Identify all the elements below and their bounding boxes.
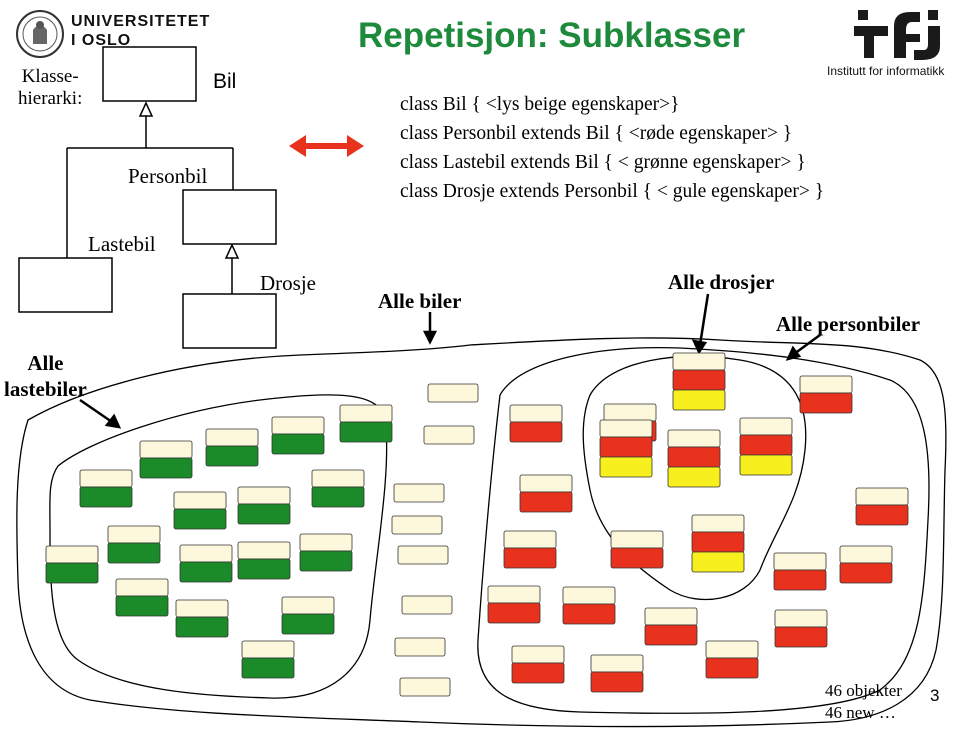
lastebil-object [175, 599, 229, 638]
code-line: class Bil { <lys beige egenskaper>} [400, 94, 680, 115]
lastebil-object [179, 544, 233, 583]
personbil-object [799, 375, 853, 414]
personbil-object [503, 530, 557, 569]
label-alle-lastebiler: Alle lastebiler [4, 351, 87, 401]
institute-caption: Institutt for informatikk [827, 64, 945, 78]
personbil-object [839, 545, 893, 584]
set-alle-personbiler [477, 346, 930, 714]
object-count: 46 objekter [825, 681, 902, 700]
object-instances [45, 352, 909, 697]
arrow-alle-drosjer [698, 293, 710, 346]
drosje-object [672, 352, 726, 411]
set-alle-lastebiler [49, 394, 388, 699]
arrow-alle-personbiler [793, 333, 821, 356]
class-box-lastebil [18, 257, 113, 313]
lastebil-object [311, 469, 365, 508]
page-title: Repetisjon: Subklasser [358, 16, 746, 55]
personbil-object [644, 607, 698, 646]
bil-object [423, 425, 475, 445]
class-name-lastebil: Lastebil [88, 232, 156, 256]
lastebil-object [79, 469, 133, 508]
personbil-object [562, 586, 616, 625]
lastebil-object [115, 578, 169, 617]
code-line: class Personbil extends Bil { <røde egen… [400, 123, 793, 144]
code-block: class Bil { <lys beige egenskaper>} clas… [400, 90, 824, 206]
personbil-object [610, 530, 664, 569]
ifi-logo-icon [854, 10, 940, 60]
personbil-object [519, 474, 573, 513]
lastebil-object [107, 525, 161, 564]
new-count: 46 new … [825, 703, 896, 722]
university-logo-text: UNIVERSITETET I OSLO [71, 13, 211, 49]
lastebil-object [139, 440, 193, 479]
class-name-personbil: Personbil [128, 164, 208, 188]
arrow-alle-lastebiler [79, 398, 113, 424]
bil-object [427, 383, 479, 403]
personbil-object [590, 654, 644, 693]
label-alle-biler: Alle biler [378, 289, 462, 313]
lastebil-object [173, 491, 227, 530]
personbil-object [855, 487, 909, 526]
code-line: class Drosje extends Personbil { < gule … [400, 181, 825, 202]
personbil-object [774, 609, 828, 648]
hierarchy-label: Klasse- hierarki: [18, 66, 83, 109]
class-box-drosje [182, 293, 277, 349]
personbil-object [773, 552, 827, 591]
lastebil-object [299, 533, 353, 572]
lastebil-object [205, 428, 259, 467]
class-box-personbil [182, 189, 277, 245]
lastebil-object [339, 404, 393, 443]
label-alle-personbiler: Alle personbiler [776, 312, 921, 336]
bil-object [397, 545, 449, 565]
bil-object [401, 595, 453, 615]
drosje-object [667, 429, 721, 488]
personbil-object [487, 585, 541, 624]
seal-icon [16, 10, 64, 58]
personbil-object [509, 404, 563, 443]
bil-object [391, 515, 443, 535]
label-alle-drosjer: Alle drosjer [668, 270, 775, 294]
lastebil-object [237, 541, 291, 580]
university-logo [16, 10, 64, 58]
class-name-bil: Bil [213, 70, 237, 93]
page-number: 3 [930, 686, 940, 705]
lastebil-object [45, 545, 99, 584]
set-alle-biler [16, 337, 947, 728]
lastebil-object [241, 640, 295, 679]
lastebil-object [271, 416, 325, 455]
lastebil-object [281, 596, 335, 635]
bil-object [394, 637, 446, 657]
drosje-object [739, 417, 793, 476]
drosje-object [691, 514, 745, 573]
personbil-object [705, 640, 759, 679]
personbil-object [511, 645, 565, 684]
code-line: class Lastebil extends Bil { < grønne eg… [400, 152, 806, 173]
bil-object [399, 677, 451, 697]
object-count-note: 46 objekter 46 new … [825, 680, 902, 724]
lastebil-object [237, 486, 291, 525]
class-name-drosje: Drosje [260, 271, 316, 295]
drosje-object [599, 419, 653, 478]
class-box-bil [102, 46, 197, 102]
double-arrow-icon [289, 135, 364, 157]
bil-object [393, 483, 445, 503]
